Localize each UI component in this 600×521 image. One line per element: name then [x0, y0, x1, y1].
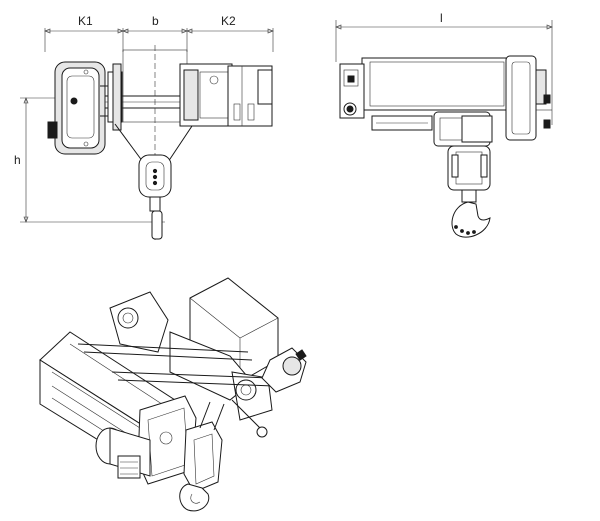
- dim-label-b: b: [152, 14, 159, 28]
- side-drum-body: [361, 57, 511, 131]
- isometric-view: [39, 277, 307, 512]
- iso-hook-block: [179, 421, 223, 512]
- front-hook-block: [138, 154, 172, 240]
- height-dimension: [20, 97, 165, 223]
- front-rope-lines: [114, 123, 193, 163]
- left-end-housing: [47, 61, 122, 155]
- left-wheel-assembly: [107, 63, 123, 131]
- dim-label-l: l: [440, 11, 443, 25]
- iso-cross-shafts: [77, 343, 275, 387]
- iso-right-motor: [261, 347, 307, 393]
- length-dimension: [335, 20, 553, 125]
- side-hook: [447, 145, 491, 238]
- iso-drum-motor: [95, 427, 151, 479]
- front-view: K1 b K2 h: [14, 14, 274, 240]
- dim-label-k2: K2: [221, 14, 236, 28]
- side-right-gearbox: [505, 55, 552, 141]
- right-trolley-frame: [179, 63, 273, 127]
- dim-label-h: h: [14, 153, 21, 167]
- side-left-motor: [339, 63, 365, 119]
- side-view: l: [335, 11, 553, 238]
- top-dimension-chain: [44, 28, 274, 52]
- dim-label-k1: K1: [78, 14, 93, 28]
- side-trolley-motor: [433, 111, 493, 147]
- iso-rope-lines: [199, 399, 268, 438]
